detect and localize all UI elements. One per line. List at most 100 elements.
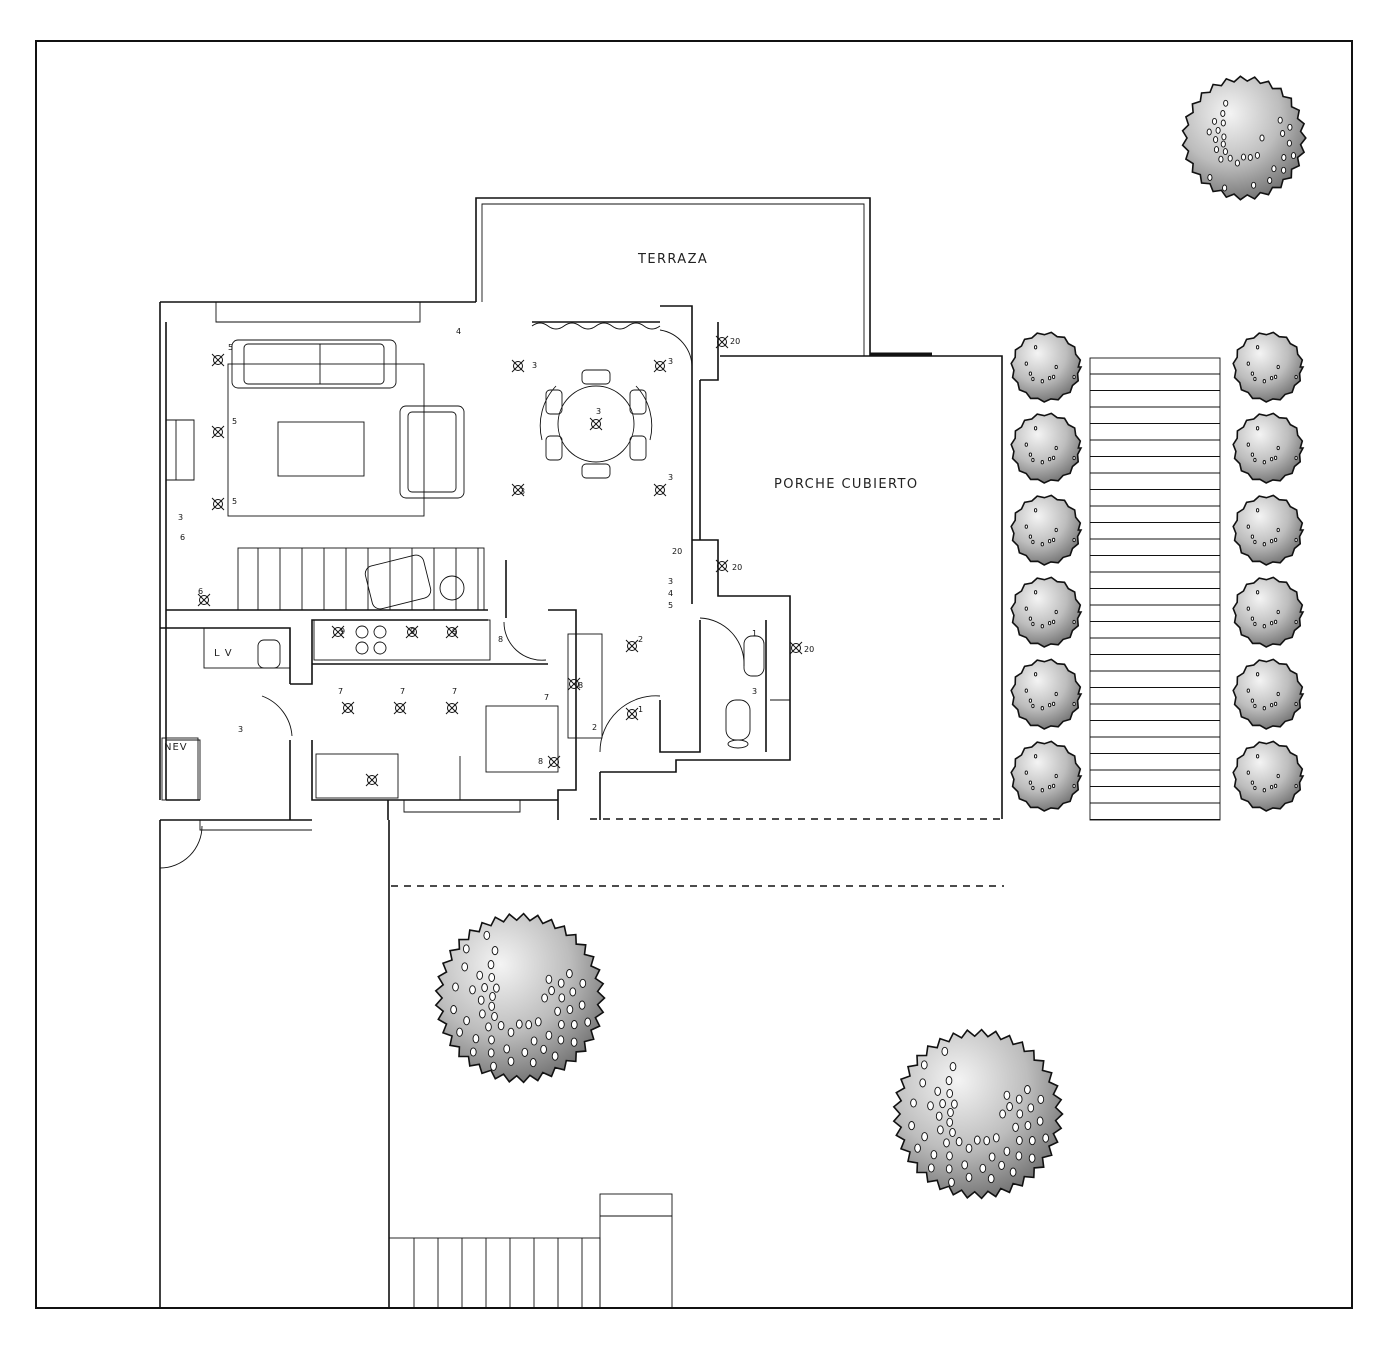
- fixture-number: 9: [410, 627, 415, 636]
- light-fixture-icon: [197, 593, 211, 607]
- coffee-table-icon: [277, 421, 365, 477]
- light-fixture-icon: [211, 497, 225, 511]
- fixture-number: 5: [668, 601, 673, 610]
- fixture-number: 6: [180, 533, 185, 542]
- light-fixture-icon: [715, 335, 729, 349]
- light-fixture-icon: [405, 625, 419, 639]
- light-fixture-icon: [365, 773, 379, 787]
- fixture-number: 3: [752, 687, 757, 696]
- fixture-number: 8: [578, 681, 583, 690]
- table-icon: [539, 369, 653, 479]
- lavadero-label: L V: [214, 648, 233, 659]
- light-fixture-icon: [715, 559, 729, 573]
- shrub-icon: [1010, 658, 1083, 730]
- fixture-number: 9: [340, 627, 345, 636]
- paved-path: [1089, 357, 1221, 821]
- fixture-number: 3: [596, 407, 601, 416]
- sink-icon: [257, 635, 765, 677]
- shrub-icon: [1232, 494, 1305, 566]
- shrub-icon: [1010, 331, 1305, 812]
- light-fixture-icon: [211, 353, 225, 367]
- light-fixture-icon: [211, 425, 225, 439]
- porche-cubierto-area: [590, 352, 1003, 820]
- fixture-number: 3: [532, 361, 537, 370]
- porche-cubierto-label: PORCHE CUBIERTO: [774, 477, 919, 492]
- fixture-number: 7: [400, 687, 405, 696]
- fixture-number: 6: [198, 587, 203, 596]
- light-fixture-icon: [547, 755, 561, 769]
- tree-icon: [434, 912, 606, 1084]
- shrub-icon: [1010, 331, 1083, 403]
- fixture-number: 1: [638, 705, 643, 714]
- door-swings: [159, 329, 745, 869]
- site-boundary: [35, 40, 1353, 1309]
- fixture-number: 8: [538, 757, 543, 766]
- shrub-icon: [1232, 740, 1305, 812]
- garden-gate: [388, 1193, 673, 1309]
- fridge: [161, 737, 199, 801]
- shrub-icon: [1010, 740, 1083, 812]
- fixture-number: 3: [668, 577, 673, 586]
- fixture-number: 3: [668, 357, 673, 366]
- fixture-number: 1: [752, 629, 757, 638]
- light-fixture-icon: [567, 677, 581, 691]
- fixture-number: 2: [592, 723, 597, 732]
- light-fixture-icon: [625, 707, 639, 721]
- fixture-number: 3: [520, 487, 525, 496]
- light-fixture-icon: [511, 483, 525, 497]
- fixture-number: 3: [238, 725, 243, 734]
- light-fixture-icon: [653, 359, 667, 373]
- armchair-icon: [399, 405, 465, 499]
- shrub-icon: [1232, 412, 1305, 484]
- shrub-icon: [1010, 576, 1083, 648]
- garden-walls: [159, 819, 1004, 1308]
- house-walls: [159, 301, 791, 831]
- light-fixture-icon: [341, 701, 355, 715]
- fixture-number: 20: [672, 547, 682, 556]
- tree-icon: [434, 75, 1307, 1200]
- fixture-number: 5: [232, 417, 237, 426]
- light-fixture-icon: [625, 639, 639, 653]
- light-fixture-icon: [445, 701, 459, 715]
- fixture-number: 7: [452, 687, 457, 696]
- curtain: [531, 322, 661, 330]
- tree-icon: [892, 1028, 1064, 1200]
- light-fixture-icon: [197, 335, 803, 787]
- fixture-numbers: 5 5 5 4 3 3 3 3 3 20 20 20 20 6 6 3 9 9 9 7 8 7 7 7 8 8 2 2 1 1 3 3 4 5 3: [178, 327, 814, 766]
- light-fixture-icon: [393, 701, 407, 715]
- fixture-number: 4: [456, 327, 461, 336]
- light-fixture-icon: [589, 417, 603, 431]
- shrub-icon: [1232, 331, 1305, 403]
- fixture-number: 5: [232, 497, 237, 506]
- fixture-number: 4: [668, 589, 673, 598]
- fixture-number: 20: [730, 337, 740, 346]
- tree-icon: [1181, 75, 1307, 201]
- light-fixture-icon: [653, 483, 667, 497]
- fixture-number: 8: [498, 635, 503, 644]
- fixture-number: 20: [732, 563, 742, 572]
- fixture-number: 5: [228, 343, 233, 352]
- light-fixture-icon: [789, 641, 803, 655]
- shrub-icon: [1232, 576, 1305, 648]
- shrub-icon: [1232, 658, 1305, 730]
- fixture-number: 9: [452, 627, 457, 636]
- staircase: [237, 547, 485, 611]
- fixture-number: 2: [638, 635, 643, 644]
- light-fixture-icon: [331, 625, 345, 639]
- terraza-label: TERRAZA: [638, 252, 709, 267]
- nevera-label: NEV: [164, 742, 188, 753]
- terraza-area: [475, 197, 871, 356]
- light-fixture-icon: [511, 359, 525, 373]
- kitchen-counters: [203, 619, 603, 799]
- fixture-number: 20: [804, 645, 814, 654]
- fixture-number: 3: [668, 473, 673, 482]
- light-fixture-icon: [445, 625, 459, 639]
- toilet-icon: [725, 699, 751, 749]
- fixture-number: 7: [338, 687, 343, 696]
- shrub-icon: [1010, 494, 1083, 566]
- living-rug: [227, 363, 425, 517]
- shrub-icon: [1010, 412, 1083, 484]
- fixture-number: 7: [544, 693, 549, 702]
- fixture-number: 3: [178, 513, 183, 522]
